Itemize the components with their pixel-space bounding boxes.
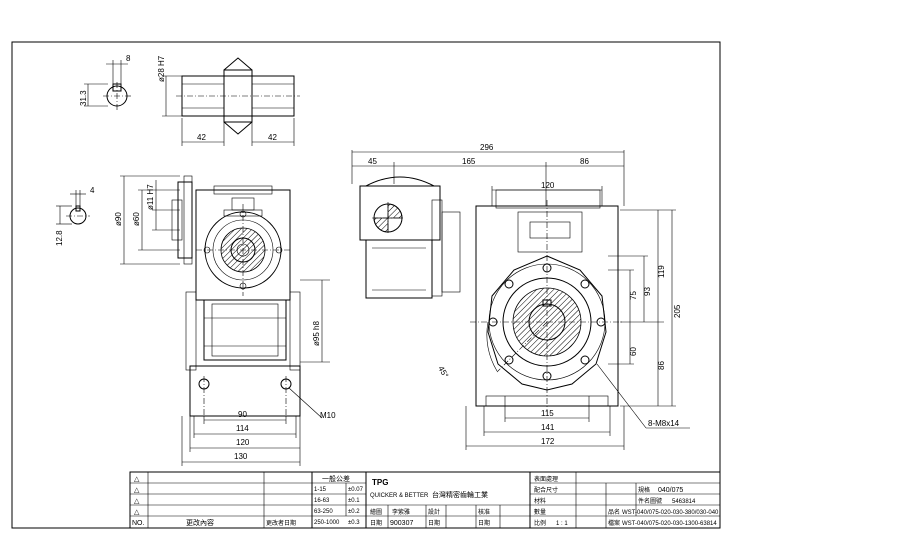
side-v60-label: 60 (629, 347, 638, 356)
side-d86-label: 86 (580, 157, 589, 166)
model-label: 規格 (638, 486, 650, 494)
side-view (359, 176, 624, 412)
tolerance-title: 一般公差 (322, 474, 350, 483)
surface-label: 表面處理 (534, 475, 558, 483)
hollow-shaft-view: ø28 H7 42 42 (157, 55, 300, 146)
side-d45-label: 45 (368, 157, 377, 166)
revision-symbol-1: △ (134, 476, 140, 483)
side-v86-label: 86 (657, 361, 666, 370)
shaft-key-section: 8 31.3 (79, 54, 131, 110)
date-label: 日期 (370, 519, 382, 527)
revision-symbol-4: △ (134, 509, 140, 516)
design-label: 設計 (428, 508, 440, 516)
side-overall-label: 296 (480, 143, 494, 152)
shaft-length-right-label: 42 (268, 133, 277, 142)
scale-value: 1 : 1 (556, 521, 568, 527)
front-w4-label: 130 (234, 452, 248, 461)
spec-label: 品名 (608, 508, 620, 516)
side-v75-label: 75 (629, 291, 638, 300)
spec-value: WST-040/075-020-030-380/030-040 (622, 510, 719, 516)
front-w1-label: 90 (238, 410, 247, 419)
side-d120-label: 120 (541, 181, 555, 190)
model-value: 040/075 (658, 487, 683, 494)
shaft-key-width-label: 8 (126, 54, 131, 63)
flange-key-width-label: 4 (90, 186, 95, 195)
side-angle-label: 45° (436, 365, 450, 380)
revision-symbol-2: △ (134, 487, 140, 494)
shaft-bore-label: ø28 H7 (157, 55, 166, 82)
front-hole-label: M10 (320, 411, 336, 420)
no-label: NO. (132, 520, 145, 527)
side-v93-label: 93 (643, 287, 652, 296)
flange-key-height-label: 12.8 (55, 230, 64, 246)
scale-label: 比例 (534, 519, 546, 527)
flange-d1-label: ø90 (114, 212, 123, 226)
shaft-length-left-label: 42 (197, 133, 206, 142)
tolerance-value-3: ±0.2 (348, 509, 360, 515)
title-block: △ △ △ △ NO. 更改內容 更改者日期 一般公差 1-15 ±0.07 1… (129, 471, 721, 529)
tolerance-range-3: 63-250 (314, 509, 333, 515)
date2-label: 日期 (428, 519, 440, 527)
material-label: 材料 (534, 497, 546, 505)
front-w3-label: 120 (236, 438, 250, 447)
front-w2-label: 114 (236, 424, 249, 433)
change-date-label: 更改者日期 (266, 519, 296, 527)
flange-d3-label: ø11 H7 (146, 184, 155, 210)
side-b172-label: 172 (541, 437, 555, 446)
revision-symbol-3: △ (134, 498, 140, 505)
file-value: WST-040/075-020-030-1300-63814 (622, 521, 717, 527)
side-holes-label: 8-M8x14 (648, 419, 680, 428)
file-label: 檔案 (608, 519, 620, 527)
change-content-label: 更改內容 (186, 518, 214, 527)
side-v119-label: 119 (657, 265, 666, 278)
tolerance-range-1: 1-15 (314, 487, 327, 493)
flange-d2-label: ø60 (132, 212, 141, 226)
drawing-value: 李紫雅 (392, 508, 410, 516)
check-date-label: 日期 (478, 519, 490, 527)
tolerance-range-4: 250-1000 (314, 520, 340, 526)
side-d165-label: 165 (462, 157, 476, 166)
tolerance-value-2: ±0.1 (348, 498, 360, 504)
flange-dimensions: ø90 ø60 ø11 H7 (114, 175, 180, 265)
front-view (171, 175, 301, 417)
drawing-label: 繪圖 (370, 508, 382, 516)
date-value: 900307 (390, 520, 413, 527)
fit-label: 配合尺寸 (534, 486, 558, 494)
company-name: 台灣精密齒輪工業 (432, 490, 488, 499)
flange-key-section: 4 12.8 (55, 186, 95, 246)
tolerance-value-4: ±0.3 (348, 520, 360, 526)
tolerance-value-1: ±0.07 (348, 487, 364, 493)
side-view-dimensions: 296 45 165 86 120 205 119 86 93 75 60 45… (351, 143, 690, 450)
front-bore-label: ø95 h8 (312, 321, 321, 346)
side-v205-label: 205 (673, 304, 682, 318)
shaft-key-height-label: 31.3 (79, 90, 88, 106)
tolerance-range-2: 16-63 (314, 498, 330, 504)
code-label: 件名圖號 (638, 497, 662, 505)
side-b115-label: 115 (541, 409, 554, 418)
quantity-label: 數量 (534, 508, 546, 516)
company-logo: TPG (372, 478, 388, 487)
company-english-name: QUICKER & BETTER (370, 493, 429, 499)
code-value: 5463814 (672, 499, 696, 505)
front-view-dimensions: ø95 h8 M10 90 114 120 130 (181, 279, 336, 466)
check-label: 核准 (478, 508, 490, 516)
side-b141-label: 141 (541, 423, 555, 432)
